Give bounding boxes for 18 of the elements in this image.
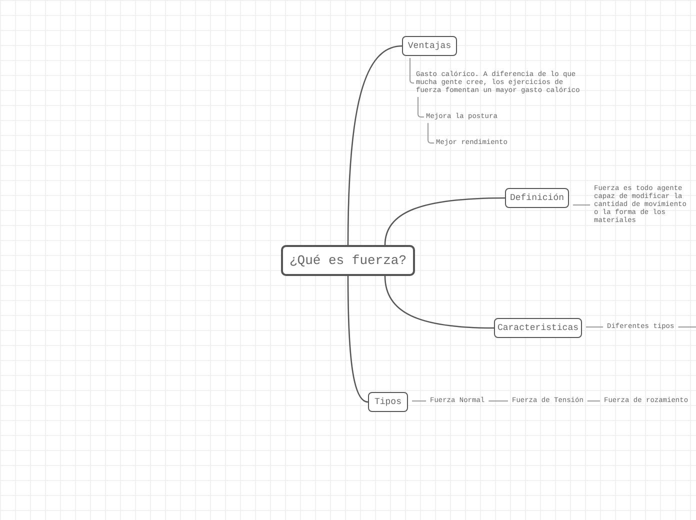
connector-line <box>428 122 434 144</box>
connector-line <box>347 276 368 403</box>
connector-line <box>586 326 604 328</box>
central-topic-box: ¿Qué es fuerza? <box>281 245 415 276</box>
connector-line <box>572 204 590 206</box>
connector-line <box>586 400 600 402</box>
topic-box: Caracteristicas <box>494 318 582 338</box>
connector-line <box>678 326 696 328</box>
topic-box: Tipos <box>368 392 408 412</box>
topic-box: Definición <box>505 188 569 208</box>
connector-line <box>418 96 424 118</box>
connector-line <box>347 45 402 245</box>
connector-line <box>410 58 414 84</box>
connector-line <box>384 276 494 329</box>
connector-line <box>488 400 508 402</box>
connector-line <box>412 400 426 402</box>
connector-line <box>384 197 505 246</box>
topic-box: Ventajas <box>402 36 457 56</box>
